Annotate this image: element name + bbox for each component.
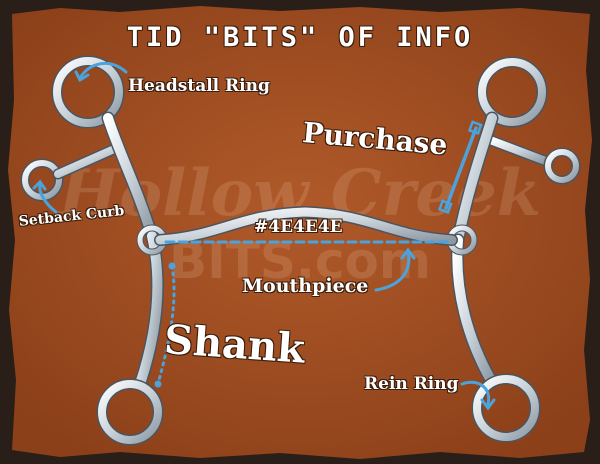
right-setback-ring <box>545 149 579 183</box>
purchase-line <box>444 126 478 210</box>
rein-ring-label: Rein Ring <box>364 374 459 394</box>
headstall-arrow <box>78 62 128 80</box>
shank-label: Shank <box>162 316 307 373</box>
mouthpiece-bar <box>154 205 458 246</box>
shank-marker-bottom <box>154 380 162 388</box>
right-setback-arm <box>486 136 552 166</box>
page-title: TID "BITS" OF INFO <box>126 22 474 53</box>
mouthpiece-color-label: #4E4E4E <box>254 217 343 237</box>
left-upper-shank <box>103 113 157 241</box>
shank-dotted-line <box>156 264 176 386</box>
rein-arrow <box>460 380 491 406</box>
right-headstall-ring <box>478 58 546 126</box>
left-headstall-ring <box>53 57 123 127</box>
purchase-marker-top <box>467 120 483 136</box>
setback-arrow <box>38 182 58 214</box>
mouthpiece-arrow-head <box>400 247 416 260</box>
setback-arrow-head <box>32 179 47 191</box>
right-lower-shank <box>452 235 497 387</box>
headstall-arrow-head <box>74 70 90 83</box>
annotation-markers <box>32 62 496 411</box>
headstall-ring-label: Headstall Ring <box>128 76 270 96</box>
left-setback-arm <box>54 146 116 178</box>
mouthpiece-bar-metal <box>155 207 457 245</box>
mouthpiece-arrow <box>374 250 411 292</box>
left-cheek <box>20 55 168 446</box>
mouthpiece-label: Mouthpiece <box>242 275 369 297</box>
rein-arrow-head <box>480 398 496 411</box>
left-rein-ring <box>98 380 162 444</box>
right-upper-shank <box>453 113 497 245</box>
shank-marker-top <box>168 262 176 270</box>
purchase-marker-bottom <box>437 199 453 215</box>
right-rein-ring <box>473 375 539 441</box>
